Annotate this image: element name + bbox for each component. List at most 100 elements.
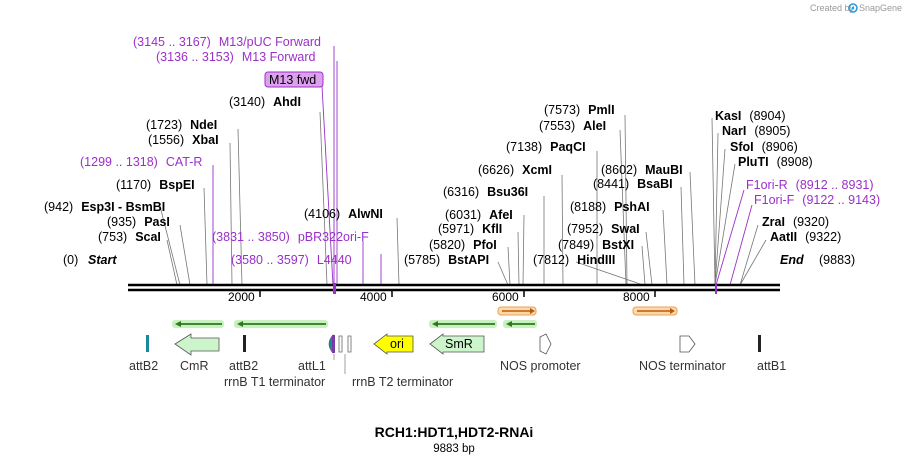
leader-lines	[159, 111, 767, 286]
svg-text:PluTI(8908): PluTI(8908)	[738, 155, 813, 169]
svg-text:SfoI(8906): SfoI(8906)	[730, 140, 798, 154]
site-name: SwaI	[611, 222, 640, 236]
site-name: KflI	[482, 222, 502, 236]
svg-text:(7553)AleI: (7553)AleI	[539, 119, 606, 133]
svg-text:(6031)AfeI: (6031) AfeI	[445, 208, 513, 222]
tick-label: 6000	[492, 290, 519, 304]
site-pos: (7553)	[539, 119, 575, 133]
site-pos: (7812)	[533, 253, 569, 267]
feature-NOS-promoter[interactable]	[539, 333, 552, 355]
site-name: PshAI	[614, 200, 649, 214]
site-name: PasI	[144, 215, 170, 229]
svg-text:(6626)XcmI: (6626) XcmI	[478, 163, 552, 177]
site-name: M13/pUC Forward	[219, 35, 321, 49]
backbone	[128, 283, 780, 292]
site-name: CAT-R	[166, 155, 203, 169]
site-pos: (3831 .. 3850)	[212, 230, 290, 244]
svg-text:(1299 .. 1318)CAT-R: (1299 .. 1318)CAT-R	[80, 155, 202, 169]
feature-label: rrnB T1 terminator	[224, 375, 325, 389]
site-name: XbaI	[192, 133, 218, 147]
svg-text:(8602)MauBI: (8602) MauBI	[601, 163, 683, 177]
svg-text:(3136 .. 3153)M13 Forward: (3136 .. 3153)M13 Forward	[156, 50, 316, 64]
site-name: M13 fwd	[269, 73, 316, 87]
site-pos: (9322)	[805, 230, 841, 244]
site-name: SfoI	[730, 140, 754, 154]
site-pos: (1556)	[148, 133, 184, 147]
svg-text:ZraI(9320): ZraI(9320)	[762, 215, 829, 229]
start-label: Start	[88, 253, 117, 267]
svg-text:(4106)AlwNI: (4106)AlwNI	[304, 207, 383, 221]
end-pos: (9883)	[819, 253, 855, 267]
svg-text:(3580 .. 3597)L4440: (3580 .. 3597) L4440	[231, 253, 352, 267]
tick-label: 8000	[623, 290, 650, 304]
svg-text:(3145 .. 3167)M13/pUC Forward: (3145 .. 3167) M13/pUC Forward	[133, 35, 321, 49]
primer-box-m13-fwd[interactable]: M13 fwd	[264, 71, 324, 88]
site-name: PluTI	[738, 155, 769, 169]
svg-text:F1ori-R(8912 .. 8931): F1ori-R(8912 .. 8931)	[746, 178, 874, 192]
feature-label: ori	[390, 337, 404, 351]
site-pos: (9320)	[793, 215, 829, 229]
start-pos: (0)	[63, 253, 78, 267]
site-pos: (8441)	[593, 177, 629, 191]
feature-label: attB2	[129, 359, 158, 373]
svg-text:(8188)PshAI: (8188)PshAI	[570, 200, 650, 214]
feature-label: attB2	[229, 359, 258, 373]
tick-label: 4000	[360, 290, 387, 304]
feature-SmR[interactable]: SmR	[429, 333, 485, 355]
site-labels: (3145 .. 3167) M13/pUC Forward (3136 .. 3…	[44, 35, 880, 267]
svg-text:(1723)NdeI: (1723)NdeI	[146, 118, 217, 132]
site-name: KasI	[715, 109, 741, 123]
svg-text:(5785)BstAPI: (5785)BstAPI	[404, 253, 489, 267]
end-label: End	[780, 253, 804, 267]
primer-leader-lines	[212, 46, 753, 286]
svg-text:(3831 .. 3850)pBR322ori-F: (3831 .. 3850)pBR322ori-F	[212, 230, 369, 244]
feature-attB1[interactable]	[758, 335, 761, 352]
site-pos: (6316)	[443, 185, 479, 199]
feature-label: attB1	[757, 359, 786, 373]
site-name: BsaBI	[637, 177, 672, 191]
site-name: F1ori-R	[746, 178, 788, 192]
svg-text:(1556)XbaI: (1556) XbaI	[148, 133, 219, 147]
site-pos: (3136 .. 3153)	[156, 50, 234, 64]
site-pos: (6626)	[478, 163, 514, 177]
feature-attB2[interactable]	[146, 335, 149, 352]
feature-label: SmR	[445, 337, 473, 351]
site-name: AfeI	[489, 208, 513, 222]
site-pos: (8905)	[754, 124, 790, 138]
site-name: BspEI	[159, 178, 194, 192]
site-name: PaqCI	[550, 140, 585, 154]
svg-text:(7952)SwaI: (7952)SwaI	[567, 222, 640, 236]
orf-arrows-green	[172, 320, 537, 328]
svg-text:(942)Esp3I - BsmBI: (942)Esp3I - BsmBI	[44, 200, 165, 214]
svg-text:(1170)BspEI: (1170)BspEI	[116, 178, 195, 192]
site-pos: (5785)	[404, 253, 440, 267]
tick-labels: 2000 4000 6000 8000	[228, 290, 650, 304]
credit-text: Created by	[810, 3, 855, 13]
site-name: PmlI	[588, 103, 614, 117]
site-pos: (6031)	[445, 208, 481, 222]
site-pos: (942)	[44, 200, 73, 214]
svg-text:(7573)PmlI: (7573)PmlI	[544, 103, 615, 117]
site-name: MauBI	[645, 163, 683, 177]
feature-rrnB-T2-marker[interactable]	[347, 335, 352, 353]
site-name: HindIII	[577, 253, 615, 267]
feature-rrnB-T1-marker[interactable]	[338, 335, 343, 353]
feature-label: CmR	[180, 359, 208, 373]
site-pos: (3580 .. 3597)	[231, 253, 309, 267]
feature-attB2b[interactable]	[243, 335, 246, 352]
feature-attL1[interactable]	[328, 334, 335, 354]
site-pos: (5971)	[438, 222, 474, 236]
site-pos: (3145 .. 3167)	[133, 35, 211, 49]
site-pos: (8602)	[601, 163, 637, 177]
feature-NOS-terminator[interactable]	[679, 335, 696, 353]
svg-text:(6316)Bsu36I: (6316)Bsu36I	[443, 185, 528, 199]
svg-text:AatII(9322): AatII (9322)	[770, 230, 841, 244]
site-pos: (935)	[107, 215, 136, 229]
feature-CmR[interactable]	[174, 333, 220, 356]
map-size: 9883 bp	[433, 443, 475, 455]
feature-ori[interactable]: ori	[373, 333, 414, 355]
site-name: AatII	[770, 230, 797, 244]
site-name: L4440	[317, 253, 352, 267]
site-name: XcmI	[522, 163, 552, 177]
